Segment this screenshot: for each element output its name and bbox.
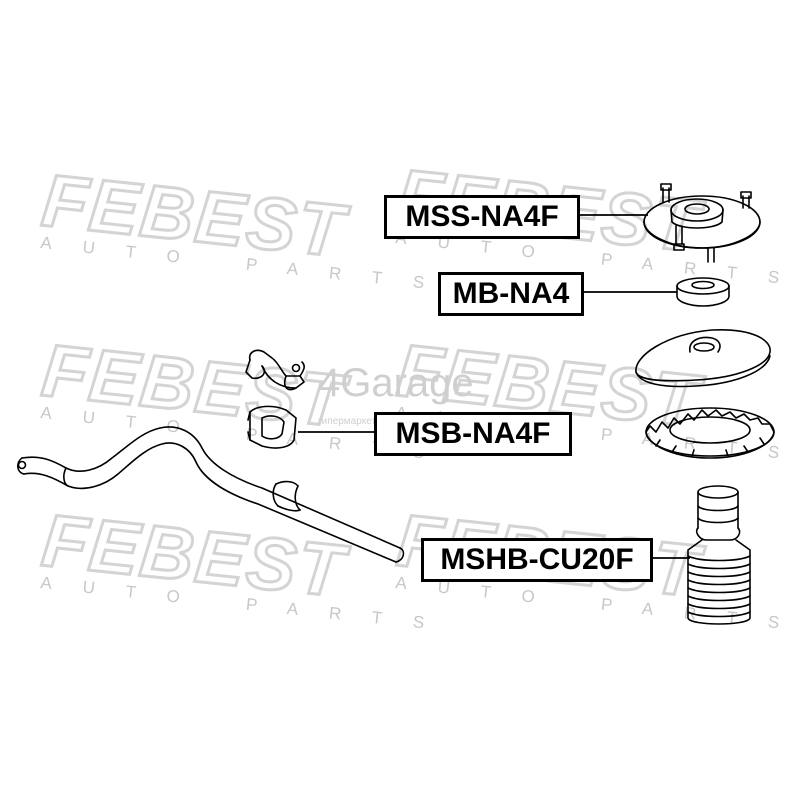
part-label-shock-boot: MSHB-CU20F <box>421 538 653 582</box>
part-label-stabilizer-bushing: MSB-NA4F <box>374 412 572 456</box>
upper-mount-shape <box>643 183 761 263</box>
watermark-site: 4Garage <box>318 361 474 405</box>
watermark-site-sub: гипермаркет <box>318 416 376 427</box>
shock-boot-shape <box>687 485 751 625</box>
part-label-bearing: MB-NA4 <box>438 272 584 316</box>
spring-seat-shape <box>635 329 771 388</box>
stabilizer-bar <box>16 426 405 563</box>
part-label-upper-mount: MSS-NA4F <box>384 195 580 239</box>
bearing-shape <box>676 277 730 307</box>
stabilizer-bushing-shape <box>247 405 297 449</box>
spring-pad-shape <box>645 407 775 459</box>
stabilizer-bracket <box>245 349 305 391</box>
